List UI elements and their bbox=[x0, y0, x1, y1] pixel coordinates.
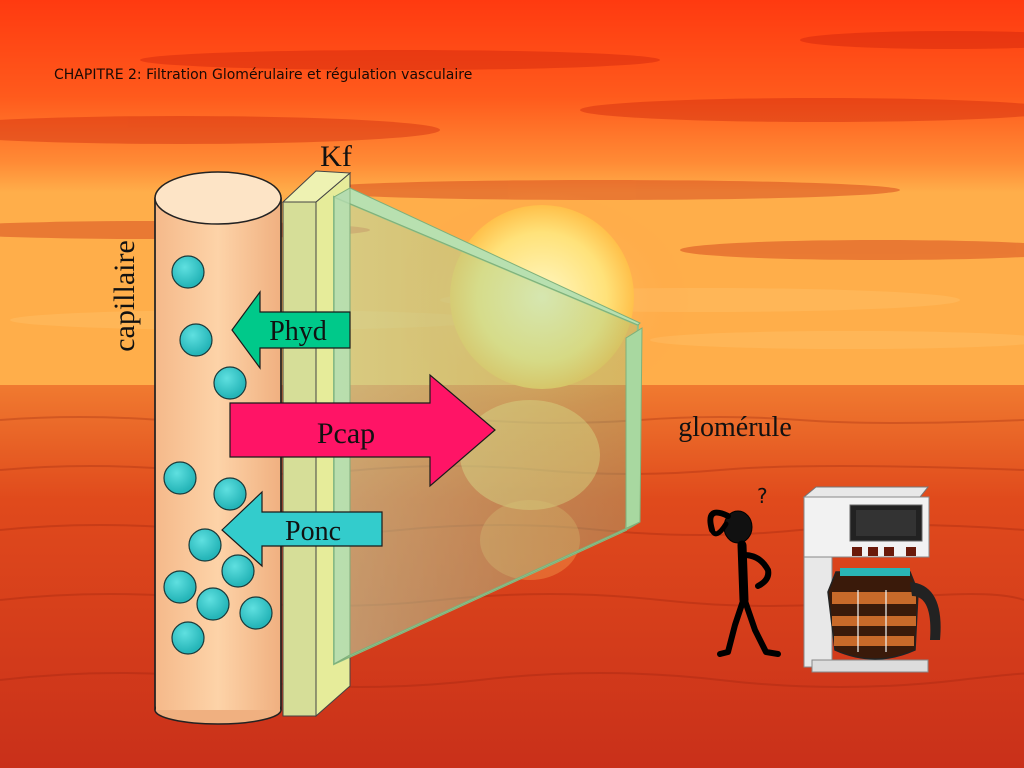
solute-particles bbox=[163, 255, 273, 655]
kf-label: Kf bbox=[320, 140, 352, 173]
force-arrow-pcap: Pcap bbox=[229, 373, 496, 488]
ponc-label: Ponc bbox=[285, 516, 341, 547]
capillaire-label: capillaire bbox=[108, 240, 141, 352]
confused-person-icon: ? bbox=[707, 484, 781, 657]
force-arrow-ponc: Ponc bbox=[221, 490, 383, 568]
particle bbox=[171, 255, 205, 289]
phyd-label: Phyd bbox=[269, 316, 327, 347]
particle bbox=[179, 323, 213, 357]
page-title: CHAPITRE 2: Filtration Glomérulaire et r… bbox=[54, 67, 473, 83]
particle bbox=[213, 366, 247, 400]
force-arrow-phyd: Phyd bbox=[231, 290, 351, 370]
question-mark: ? bbox=[757, 484, 768, 508]
particle bbox=[188, 528, 222, 562]
particle bbox=[163, 570, 197, 604]
particle bbox=[221, 554, 255, 588]
particle bbox=[163, 461, 197, 495]
pcap-label: Pcap bbox=[317, 417, 375, 450]
coffee-maker-icon bbox=[802, 486, 941, 673]
particle bbox=[213, 477, 247, 511]
glomerule-label: glomérule bbox=[678, 412, 792, 443]
particle bbox=[239, 596, 273, 630]
particle bbox=[171, 621, 205, 655]
particle bbox=[196, 587, 230, 621]
